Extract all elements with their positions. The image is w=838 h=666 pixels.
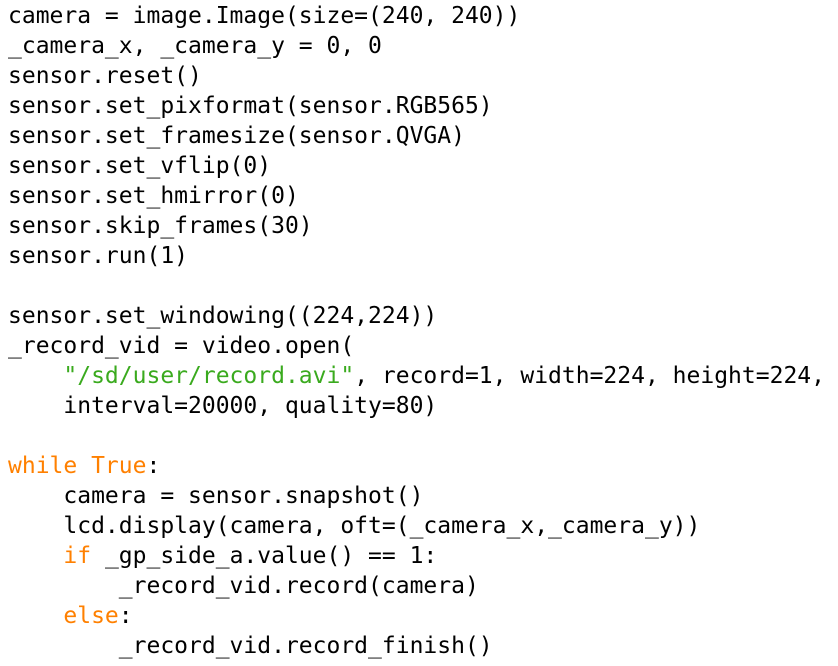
code-text: lcd.display(camera, oft=(_camera_x,_came…	[8, 513, 701, 539]
code-text: interval=20000, quality=80)	[8, 393, 438, 419]
code-line[interactable]: sensor.set_framesize(sensor.QVGA)	[8, 121, 836, 151]
code-text: sensor.run(1)	[8, 243, 189, 269]
code-text: :	[146, 453, 161, 479]
code-editor[interactable]: camera = image.Image(size=(240, 240)) _ca…	[8, 1, 836, 661]
code-line[interactable]: "/sd/user/record.avi", record=1, width=2…	[8, 361, 836, 391]
code-text	[8, 543, 63, 569]
code-text: , record=1, width=224, height=224,	[354, 363, 825, 389]
code-line[interactable]: sensor.skip_frames(30)	[8, 211, 836, 241]
code-text: _camera_x, _camera_y = 0, 0	[8, 33, 382, 59]
code-line[interactable]: interval=20000, quality=80)	[8, 391, 836, 421]
code-text: sensor.set_pixformat(sensor.RGB565)	[8, 93, 493, 119]
code-text: :	[118, 603, 133, 629]
code-text: sensor.skip_frames(30)	[8, 213, 313, 239]
code-line[interactable]: while True:	[8, 451, 836, 481]
code-line[interactable]: sensor.reset()	[8, 61, 836, 91]
code-line[interactable]: sensor.set_vflip(0)	[8, 151, 836, 181]
code-keyword: while True	[8, 453, 147, 479]
code-text: sensor.set_vflip(0)	[8, 153, 272, 179]
code-line[interactable]: sensor.set_windowing((224,224))	[8, 301, 836, 331]
code-text: _record_vid.record(camera)	[8, 573, 479, 599]
code-text: _record_vid.record_finish()	[8, 633, 493, 659]
code-line[interactable]: camera = sensor.snapshot()	[8, 481, 836, 511]
code-line[interactable]: sensor.run(1)	[8, 241, 836, 271]
code-text: camera = sensor.snapshot()	[8, 483, 424, 509]
code-line[interactable]	[8, 271, 836, 301]
code-line[interactable]: _record_vid = video.open(	[8, 331, 836, 361]
code-line[interactable]: sensor.set_hmirror(0)	[8, 181, 836, 211]
code-line[interactable]: if _gp_side_a.value() == 1:	[8, 541, 836, 571]
code-text: _gp_side_a.value() == 1:	[91, 543, 438, 569]
code-line[interactable]: camera = image.Image(size=(240, 240))	[8, 1, 836, 31]
code-text	[8, 603, 63, 629]
code-line[interactable]: _camera_x, _camera_y = 0, 0	[8, 31, 836, 61]
code-line[interactable]: sensor.set_pixformat(sensor.RGB565)	[8, 91, 836, 121]
code-line[interactable]: else:	[8, 601, 836, 631]
code-keyword: else	[63, 603, 119, 629]
code-string: "/sd/user/record.avi"	[63, 363, 355, 389]
code-line[interactable]: lcd.display(camera, oft=(_camera_x,_came…	[8, 511, 836, 541]
code-line[interactable]: _record_vid.record(camera)	[8, 571, 836, 601]
code-text: sensor.set_windowing((224,224))	[8, 303, 438, 329]
code-line[interactable]	[8, 421, 836, 451]
code-text: sensor.reset()	[8, 63, 202, 89]
code-keyword: if	[63, 543, 92, 569]
code-text: sensor.set_hmirror(0)	[8, 183, 299, 209]
code-text	[8, 363, 63, 389]
code-text: _record_vid = video.open(	[8, 333, 355, 359]
code-text: camera = image.Image(size=(240, 240))	[8, 3, 521, 29]
code-text: sensor.set_framesize(sensor.QVGA)	[8, 123, 465, 149]
code-line[interactable]: _record_vid.record_finish()	[8, 631, 836, 661]
